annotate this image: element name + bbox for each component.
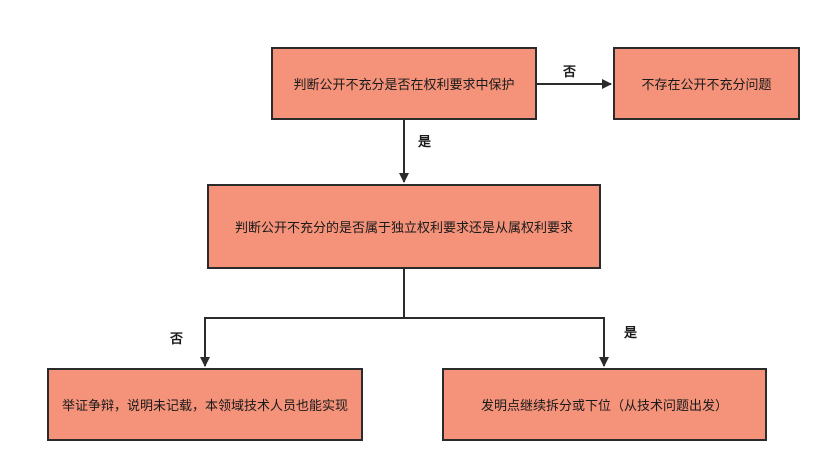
edge-label-q2-no: 否 — [170, 332, 184, 347]
edge-label-q1-no: 否 — [563, 65, 577, 80]
node-split-inventive-point: 发明点继续拆分或下位（从技术问题出发） — [442, 368, 767, 441]
edge-q2-to-argue — [200, 268, 405, 367]
edge-label-q1-yes: 是 — [418, 135, 432, 150]
node-no-problem: 不存在公开不充分问题 — [613, 47, 800, 120]
node-argue-evidence: 举证争辩，说明未记载，本领域技术人员也能实现 — [47, 368, 363, 441]
node-q2-independent-or-dependent: 判断公开不充分的是否属于独立权利要求还是从属权利要求 — [207, 184, 601, 269]
edge-label-q2-yes: 是 — [624, 326, 638, 341]
edge-q2-to-retreat — [404, 317, 609, 367]
node-q1-claim-protection: 判断公开不充分是否在权利要求中保护 — [271, 47, 537, 120]
